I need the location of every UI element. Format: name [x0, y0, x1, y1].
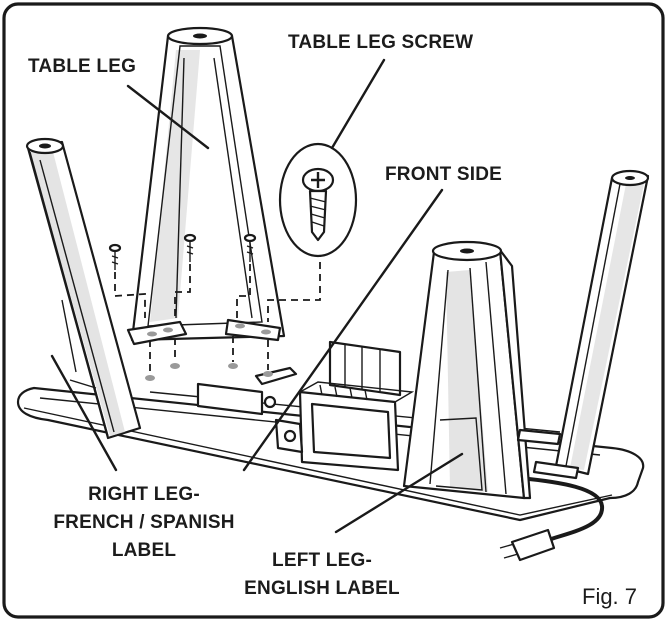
label-right-leg-line-2: FRENCH / SPANISH	[53, 512, 234, 533]
label-table-leg: TABLE LEG	[28, 56, 136, 77]
label-left-leg: LEFT LEG- ENGLISH LABEL	[244, 550, 400, 599]
leader-table-leg	[126, 84, 210, 150]
power-cord	[499, 476, 604, 562]
table-leg	[126, 26, 286, 346]
leader-lines	[50, 58, 464, 534]
label-right-leg: RIGHT LEG- FRENCH / SPANISH LABEL	[53, 484, 234, 561]
leader-left-leg	[334, 452, 464, 534]
label-left-leg-line-2: ENGLISH LABEL	[244, 578, 400, 599]
table-leg-screw-icon	[278, 142, 358, 258]
label-front-side: FRONT SIDE	[385, 164, 502, 185]
screw-1	[108, 243, 122, 270]
leader-screw	[330, 58, 386, 150]
screws-with-guides	[108, 233, 321, 372]
control-box	[196, 340, 415, 472]
mounting-holes	[145, 363, 273, 381]
right-leg	[25, 137, 142, 440]
left-leg	[402, 240, 532, 500]
label-right-leg-line-3: LABEL	[112, 540, 177, 561]
label-left-leg-line-1: LEFT LEG-	[272, 550, 372, 571]
back-right-leg	[516, 169, 650, 480]
figure-number: Fig. 7	[582, 584, 637, 609]
screw-3	[243, 233, 257, 262]
leader-right-leg	[50, 354, 118, 472]
leader-front-side	[242, 188, 444, 472]
label-table-leg-screw: TABLE LEG SCREW	[288, 32, 473, 53]
screw-2	[183, 233, 197, 262]
label-right-leg-line-1: RIGHT LEG-	[88, 484, 200, 505]
